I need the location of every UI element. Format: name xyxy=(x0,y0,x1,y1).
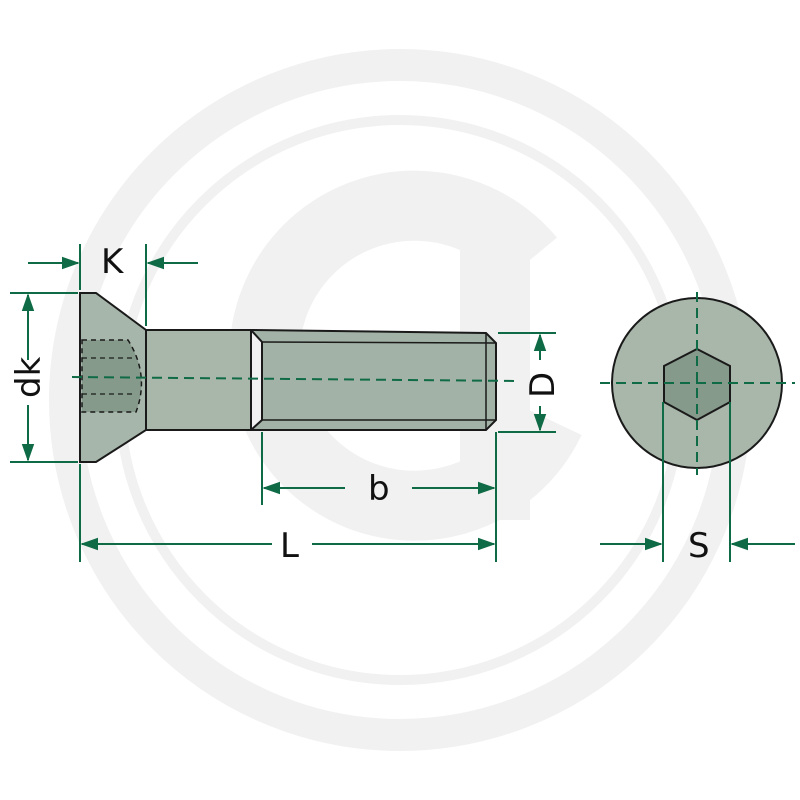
dimension-lines-top xyxy=(600,402,795,562)
screw-side-view xyxy=(71,292,521,463)
hex-socket-hidden xyxy=(81,339,143,413)
label-L: L xyxy=(280,526,299,566)
label-b: b xyxy=(368,469,390,509)
label-K: K xyxy=(101,242,125,282)
label-D: D xyxy=(523,372,563,398)
screw-top-view xyxy=(600,292,795,475)
screw-shank xyxy=(145,329,252,431)
label-dk: dk xyxy=(9,356,49,398)
centerline-side xyxy=(71,376,521,382)
dimension-lines-side xyxy=(10,244,556,562)
label-S: S xyxy=(688,526,710,566)
